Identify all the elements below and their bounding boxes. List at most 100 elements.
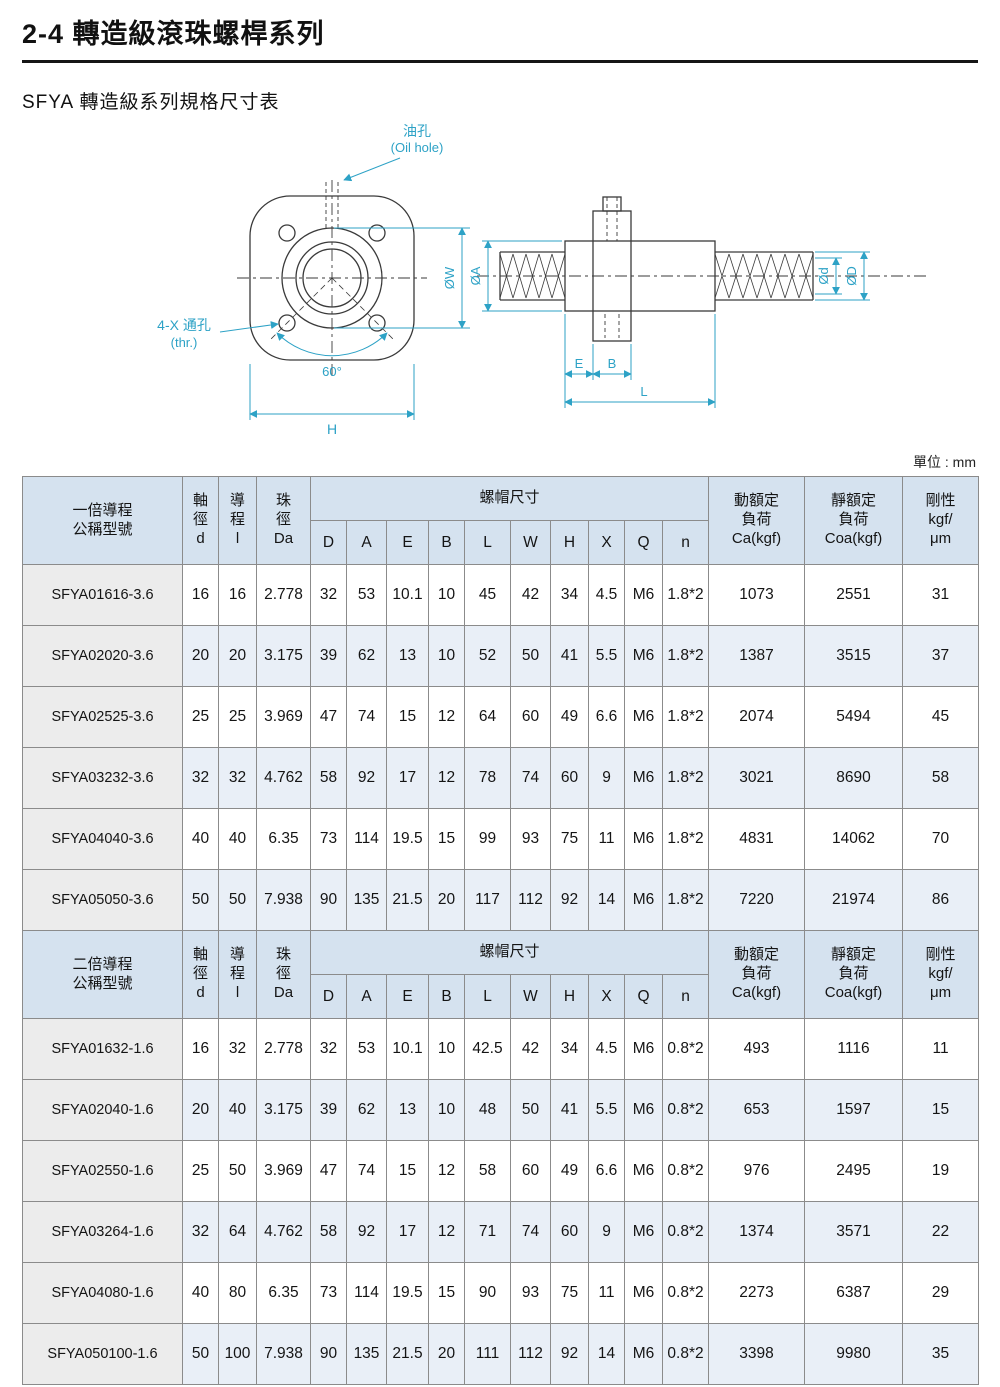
lead-header: 導 程 l [218, 930, 257, 1019]
value-cell: 0.8*2 [661, 1323, 710, 1385]
value-cell: 39 [310, 1079, 347, 1141]
value-cell: 11 [588, 808, 625, 870]
value-cell: 13 [386, 1079, 429, 1141]
model-cell: SFYA01632-1.6 [22, 1018, 183, 1080]
value-cell: 58 [310, 1201, 347, 1263]
value-cell: 112 [510, 869, 551, 931]
oil-hole-sublabel: (Oil hole) [391, 140, 444, 155]
value-cell: 93 [510, 1262, 551, 1324]
dim-subheader: n [661, 520, 710, 565]
model-cell: SFYA04080-1.6 [22, 1262, 183, 1324]
dim-subheader: W [510, 520, 551, 565]
model-column-header: 二倍導程 公稱型號 [22, 930, 183, 1019]
value-cell: 20 [218, 625, 257, 687]
nut-dims-header: 螺帽尺寸 [309, 930, 710, 975]
model-cell: SFYA02525-3.6 [22, 686, 183, 748]
value-cell: 19 [902, 1140, 980, 1202]
value-cell: 22 [902, 1201, 980, 1263]
value-cell: 58 [310, 747, 347, 809]
dim-subheader: X [588, 974, 625, 1019]
value-cell: 20 [428, 869, 465, 931]
dim-a-label: ØA [468, 266, 483, 285]
model-cell: SFYA02550-1.6 [22, 1140, 183, 1202]
value-cell: 112 [510, 1323, 551, 1385]
value-cell: 1387 [708, 625, 806, 687]
front-view [237, 180, 427, 376]
value-cell: 14 [588, 1323, 625, 1385]
dim-subheader: E [386, 974, 429, 1019]
value-cell: 135 [346, 1323, 387, 1385]
value-cell: 74 [510, 747, 551, 809]
value-cell: 15 [386, 686, 429, 748]
ball-dia-header: 珠 徑 Da [256, 476, 311, 565]
value-cell: 75 [550, 1262, 589, 1324]
value-cell: M6 [624, 686, 663, 748]
value-cell: 47 [310, 686, 347, 748]
dim-subheader: W [510, 974, 551, 1019]
dim-subheader: X [588, 520, 625, 565]
value-cell: 48 [464, 1079, 511, 1141]
value-cell: 64 [218, 1201, 257, 1263]
value-cell: 4.5 [588, 1018, 625, 1080]
dim-b-label: B [608, 356, 617, 371]
value-cell: 32 [182, 1201, 219, 1263]
value-cell: 29 [902, 1262, 980, 1324]
front-view-labels: 油孔 (Oil hole) 4-X 通孔 (thr.) ØW H 60° [157, 123, 457, 437]
value-cell: 9 [588, 1201, 625, 1263]
value-cell: 90 [310, 869, 347, 931]
value-cell: 17 [386, 747, 429, 809]
dynamic-load-header: 動額定 負荷 Ca(kgf) [708, 930, 806, 1019]
value-cell: 1.8*2 [661, 869, 710, 931]
value-cell: 32 [218, 747, 257, 809]
value-cell: 5.5 [588, 625, 625, 687]
value-cell: 21974 [804, 869, 904, 931]
value-cell: 60 [510, 686, 551, 748]
stiffness-header: 剛性 kgf/ μm [902, 476, 980, 565]
value-cell: 49 [550, 1140, 589, 1202]
value-cell: 14 [588, 869, 625, 931]
model-cell: SFYA01616-3.6 [22, 564, 183, 626]
value-cell: 42 [510, 1018, 551, 1080]
value-cell: 3.969 [256, 1140, 311, 1202]
value-cell: 60 [550, 1201, 589, 1263]
value-cell: 40 [182, 808, 219, 870]
value-cell: 21.5 [386, 1323, 429, 1385]
value-cell: 7.938 [256, 869, 311, 931]
value-cell: 58 [464, 1140, 511, 1202]
value-cell: 42 [510, 564, 551, 626]
value-cell: 19.5 [386, 1262, 429, 1324]
value-cell: 12 [428, 686, 465, 748]
value-cell: 2.778 [256, 1018, 311, 1080]
static-load-header: 靜額定 負荷 Coa(kgf) [804, 930, 904, 1019]
dim-d-small-label: Ød [816, 267, 831, 284]
value-cell: 80 [218, 1262, 257, 1324]
value-cell: 90 [464, 1262, 511, 1324]
value-cell: 1116 [804, 1018, 904, 1080]
value-cell: 0.8*2 [661, 1140, 710, 1202]
value-cell: 50 [218, 869, 257, 931]
value-cell: 2551 [804, 564, 904, 626]
value-cell: 42.5 [464, 1018, 511, 1080]
value-cell: 11 [902, 1018, 980, 1080]
value-cell: 73 [310, 1262, 347, 1324]
value-cell: 41 [550, 1079, 589, 1141]
dim-e-label: E [575, 356, 584, 371]
value-cell: 70 [902, 808, 980, 870]
dim-h-label: H [327, 421, 337, 437]
value-cell: 53 [346, 1018, 387, 1080]
dim-subheader: Q [624, 520, 663, 565]
value-cell: 53 [346, 564, 387, 626]
value-cell: 10.1 [386, 564, 429, 626]
value-cell: 4.5 [588, 564, 625, 626]
drawing-canvas: 油孔 (Oil hole) 4-X 通孔 (thr.) ØW H 60° [157, 123, 927, 437]
value-cell: 4.762 [256, 1201, 311, 1263]
dim-subheader: D [310, 974, 347, 1019]
value-cell: 6.6 [588, 686, 625, 748]
value-cell: 58 [902, 747, 980, 809]
